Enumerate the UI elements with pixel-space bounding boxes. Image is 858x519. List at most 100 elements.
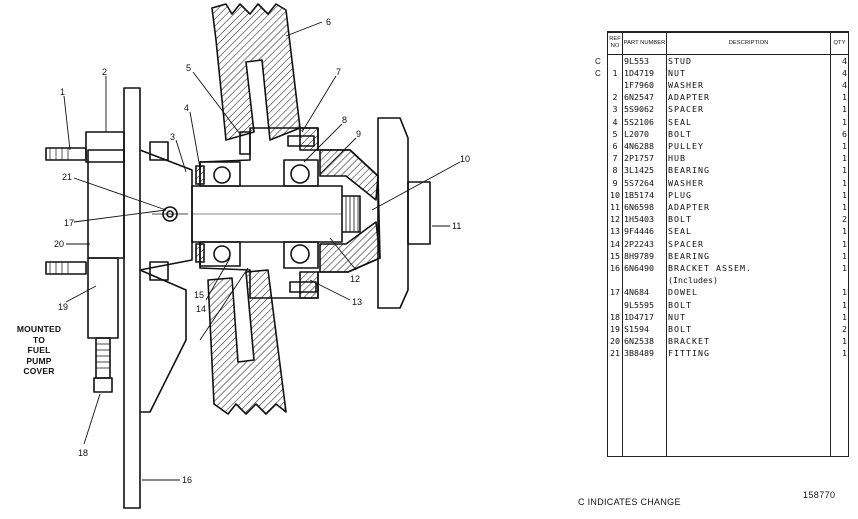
part-number-cell: 6N6598: [622, 200, 667, 214]
description-cell: NUT: [666, 310, 831, 323]
qty-cell: 1: [830, 310, 849, 323]
callout-1: 1: [60, 87, 65, 97]
ref-no-cell: 9: [607, 176, 623, 189]
part-number-cell: 1D4717: [622, 310, 667, 323]
qty-cell: 1: [830, 298, 849, 311]
qty-cell: 1: [830, 164, 849, 177]
bearing-outer: [283, 159, 319, 187]
ref-no-cell: 21: [607, 347, 623, 360]
empty-cell: [830, 359, 849, 457]
note-line: PUMP: [26, 355, 52, 366]
part-number-cell: 3B8489: [622, 347, 667, 360]
callout-12: 12: [350, 274, 360, 284]
part-number-cell: 9L553: [622, 54, 667, 67]
callout-2: 2: [102, 67, 107, 77]
ref-no-cell: 19: [607, 322, 623, 336]
fan-drive-section-drawing: 1 2 3 4 5 6 7 8 9 10 11 12 13 14 15 16 1…: [45, 3, 470, 509]
part-number-cell: 1H5403: [622, 213, 667, 226]
callout-9: 9: [356, 129, 361, 139]
ref-no-cell: [607, 78, 623, 92]
description-cell: BOLT: [666, 213, 831, 226]
header-part-number: PART NUMBER: [622, 31, 667, 55]
description-cell: ADAPTER: [666, 91, 831, 104]
callout-11: 11: [452, 221, 461, 231]
adapter-block: [85, 131, 125, 163]
callout-20: 20: [54, 239, 64, 249]
ref-no-cell: 8: [607, 164, 623, 177]
part-number-cell: 5S2106: [622, 115, 667, 128]
qty-cell: 1: [830, 139, 849, 153]
ref-no-cell: 18: [607, 310, 623, 323]
qty-cell: 6: [830, 127, 849, 140]
part-number-cell: 8H9789: [622, 249, 667, 262]
description-cell: SEAL: [666, 115, 831, 128]
description-cell: STUD: [666, 54, 831, 67]
qty-cell: 1: [830, 176, 849, 189]
empty-cell: [607, 359, 623, 457]
callout-6: 6: [326, 17, 331, 27]
ref-no-cell: 4: [607, 115, 623, 128]
description-cell: DOWEL: [666, 286, 831, 299]
part-number-cell: 1F7960: [622, 78, 667, 92]
callout-16: 16: [182, 475, 192, 485]
callout-21: 21: [62, 172, 72, 182]
ref-no-cell: [607, 54, 623, 67]
description-cell: FITTING: [666, 347, 831, 360]
qty-cell: 1: [830, 188, 849, 201]
qty-cell: 1: [830, 286, 849, 299]
callout-4: 4: [184, 103, 189, 113]
ref-no-cell: [607, 274, 623, 287]
adapter-flange: [377, 117, 409, 309]
empty-cell: [666, 359, 831, 457]
drawing-number: 158770: [803, 490, 836, 500]
header-ref-no: REF NO: [607, 31, 623, 55]
qty-cell: 1: [830, 261, 849, 275]
description-cell: WASHER: [666, 176, 831, 189]
callout-15: 15: [194, 290, 204, 300]
part-number-cell: 1D4719: [622, 66, 667, 79]
description-cell: BRACKET: [666, 335, 831, 348]
part-number-cell: 3L1425: [622, 164, 667, 177]
part-number-cell: 6N6490: [622, 261, 667, 275]
parts-row: (Includes): [607, 274, 849, 287]
pulley-lower-section: [207, 269, 287, 415]
part-number-cell: 4N684: [622, 286, 667, 299]
ref-no-cell: 16: [607, 261, 623, 275]
part-number-cell: [622, 274, 667, 287]
part-number-cell: L2070: [622, 127, 667, 140]
ref-no-cell: 6: [607, 139, 623, 153]
part-number-cell: 5S9062: [622, 103, 667, 116]
callout-19: 19: [58, 302, 68, 312]
qty-cell: 1: [830, 115, 849, 128]
ref-no-cell: [607, 298, 623, 311]
description-cell: BOLT: [666, 298, 831, 311]
callout-8: 8: [342, 115, 347, 125]
qty-cell: 1: [830, 152, 849, 165]
part-number-cell: 6N2538: [622, 335, 667, 348]
change-note: C INDICATES CHANGE: [578, 497, 681, 507]
description-cell: NUT: [666, 66, 831, 79]
qty-cell: 2: [830, 213, 849, 226]
description-cell: BRACKET ASSEM.: [666, 261, 831, 275]
bracket-plate: [123, 87, 141, 509]
callout-10: 10: [460, 154, 470, 164]
part-number-cell: 9L5595: [622, 298, 667, 311]
callout-14: 14: [196, 304, 206, 314]
qty-cell: 1: [830, 237, 849, 250]
qty-cell: 2: [830, 322, 849, 336]
